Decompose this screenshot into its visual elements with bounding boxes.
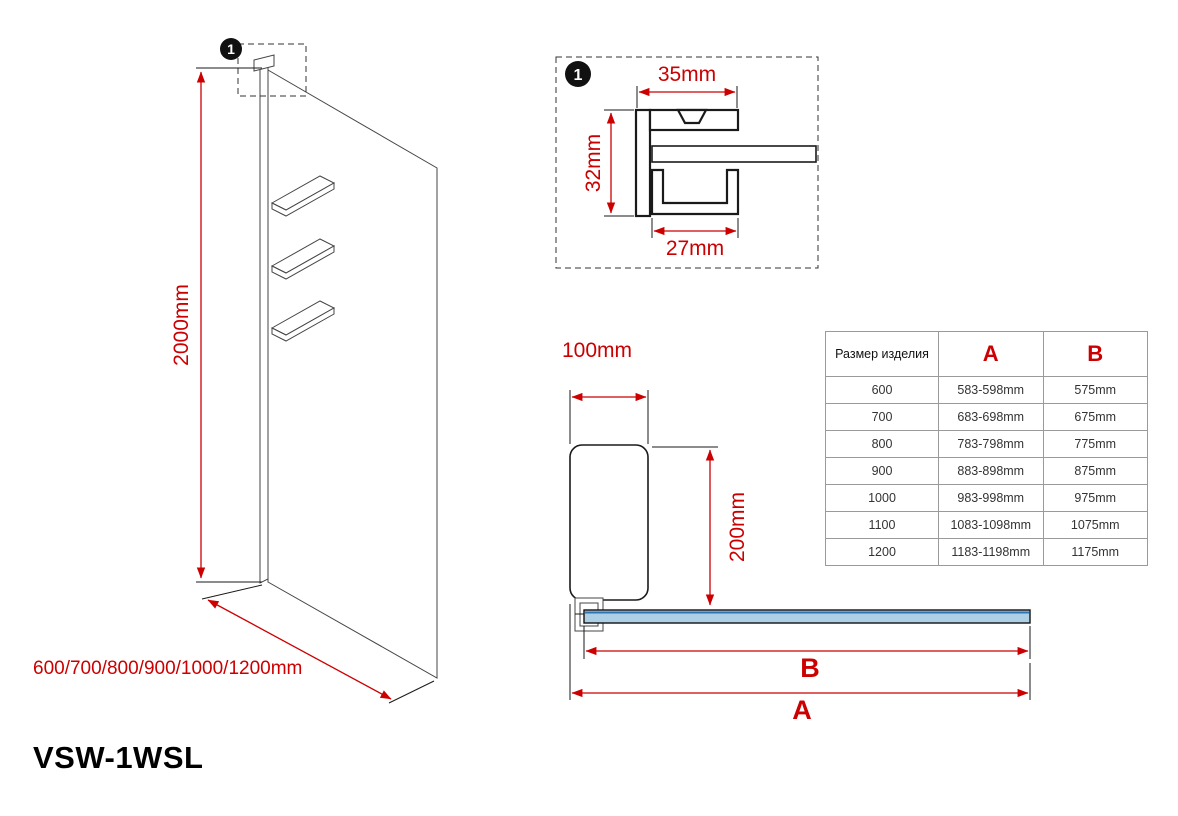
detail-bottom-width-label: 27mm bbox=[666, 237, 724, 260]
detail-height-label: 32mm bbox=[582, 134, 605, 192]
table-cell-b: 975mm bbox=[1042, 484, 1148, 512]
table-cell-a: 583-598mm bbox=[938, 376, 1044, 404]
shelf-3 bbox=[270, 300, 336, 342]
dimension-a-label: A bbox=[792, 695, 812, 725]
wall-plate-section bbox=[634, 108, 652, 218]
detail-callout-number: 1 bbox=[574, 67, 583, 84]
detail-callout-marker bbox=[565, 61, 591, 87]
height-dimension-label: 2000mm bbox=[170, 284, 193, 366]
profile-top-cap bbox=[253, 54, 275, 72]
width-dimension: 600/700/800/900/1000/1200mm bbox=[33, 584, 435, 704]
table-cell-size: 1100 bbox=[825, 511, 939, 539]
detail-top-width-label: 35mm bbox=[658, 63, 716, 86]
model-number: VSW-1WSL bbox=[33, 740, 204, 775]
table-row: 600 583-598mm 575mm bbox=[825, 376, 1148, 404]
dimension-a: A bbox=[569, 604, 1031, 725]
size-table-header-size: Размер изделия bbox=[825, 331, 939, 377]
table-cell-b: 1175mm bbox=[1042, 538, 1148, 566]
table-row: 800 783-798mm 775mm bbox=[825, 430, 1148, 458]
plan-view: 100mm 200mm bbox=[562, 339, 1031, 725]
table-cell-b: 1075mm bbox=[1042, 511, 1148, 539]
size-table-header-row: Размер изделия A B bbox=[825, 331, 1148, 377]
table-row: 1100 1083-1098mm 1075mm bbox=[825, 511, 1148, 539]
profile-length-dimension: 200mm bbox=[652, 446, 749, 606]
table-row: 1200 1183-1198mm 1175mm bbox=[825, 538, 1148, 566]
table-row: 900 883-898mm 875mm bbox=[825, 457, 1148, 485]
height-dimension: 2000mm bbox=[170, 67, 262, 583]
profile-detail-view: 1 35mm 32mm bbox=[555, 56, 819, 269]
size-table: Размер изделия A B 600 583-598mm 575mm 7… bbox=[825, 331, 1148, 566]
table-cell-size: 800 bbox=[825, 430, 939, 458]
table-cell-size: 600 bbox=[825, 376, 939, 404]
table-cell-b: 575mm bbox=[1042, 376, 1148, 404]
table-cell-a: 983-998mm bbox=[938, 484, 1044, 512]
shelf-2 bbox=[270, 238, 336, 280]
detail-height-dimension: 32mm bbox=[582, 109, 634, 217]
callout-1-number: 1 bbox=[227, 41, 235, 57]
size-table-header-a: A bbox=[938, 331, 1044, 377]
profile-length-label: 200mm bbox=[726, 492, 749, 562]
screw-channel bbox=[676, 108, 708, 125]
table-cell-a: 1083-1098mm bbox=[938, 511, 1044, 539]
wall-profile-plan bbox=[569, 444, 649, 601]
profile-depth-label: 100mm bbox=[562, 339, 632, 362]
wall-profile-strip bbox=[259, 62, 269, 584]
detail-callout-box bbox=[237, 43, 307, 97]
table-cell-a: 683-698mm bbox=[938, 403, 1044, 431]
table-row: 700 683-698mm 675mm bbox=[825, 403, 1148, 431]
table-cell-size: 900 bbox=[825, 457, 939, 485]
table-cell-size: 700 bbox=[825, 403, 939, 431]
table-cell-a: 1183-1198mm bbox=[938, 538, 1044, 566]
table-cell-b: 775mm bbox=[1042, 430, 1148, 458]
detail-view-border bbox=[555, 56, 819, 269]
detail-bottom-width-dimension: 27mm bbox=[651, 218, 739, 260]
shelf-1 bbox=[270, 175, 336, 217]
dimension-b: B bbox=[583, 626, 1031, 683]
table-cell-size: 1000 bbox=[825, 484, 939, 512]
table-row: 1000 983-998mm 975mm bbox=[825, 484, 1148, 512]
glass-panel-front bbox=[267, 69, 438, 679]
callout-1-marker bbox=[220, 38, 242, 60]
width-dimension-label: 600/700/800/900/1000/1200mm bbox=[33, 658, 302, 679]
front-isometric-view: 1 2000mm 600/700/800/900/1000/1200mm bbox=[33, 38, 438, 704]
table-cell-b: 875mm bbox=[1042, 457, 1148, 485]
detail-top-width-dimension: 35mm bbox=[636, 63, 738, 108]
table-cell-a: 783-798mm bbox=[938, 430, 1044, 458]
profile-depth-dimension bbox=[569, 390, 649, 444]
table-cell-size: 1200 bbox=[825, 538, 939, 566]
table-cell-b: 675mm bbox=[1042, 403, 1148, 431]
size-table-header-b: B bbox=[1042, 331, 1148, 377]
glass-section bbox=[651, 145, 817, 163]
glass-clamp-section bbox=[650, 168, 740, 216]
table-cell-a: 883-898mm bbox=[938, 457, 1044, 485]
dimension-b-label: B bbox=[800, 653, 820, 683]
